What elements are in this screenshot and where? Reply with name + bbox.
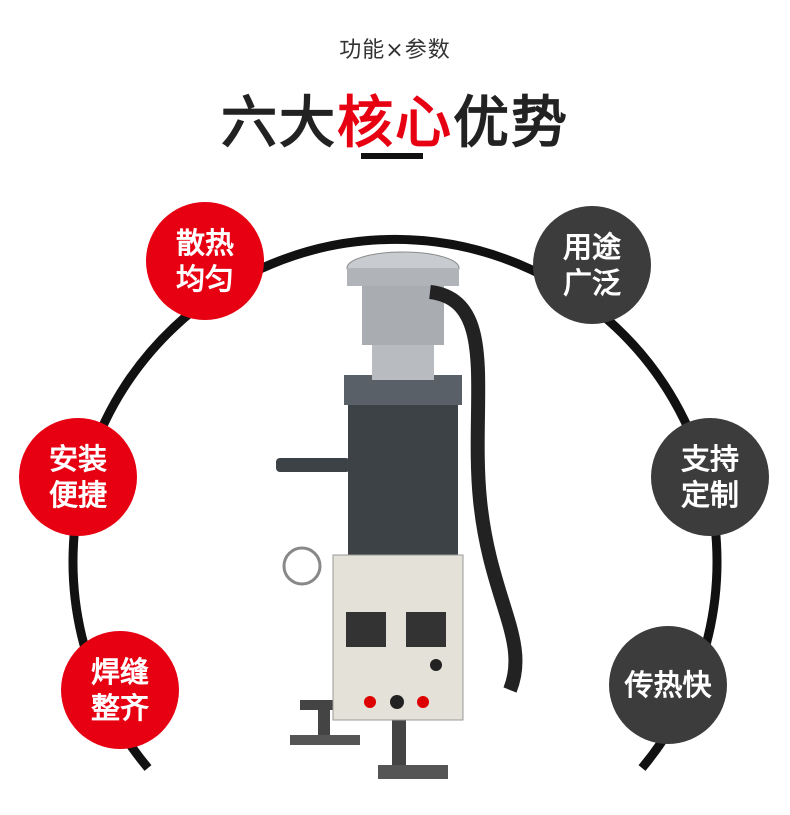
feature-badge-wide-use: 用途广泛 [533,206,651,324]
feature-label: 焊缝整齐 [90,655,149,725]
heater-image [276,251,523,779]
decorative-arc [68,234,722,771]
feature-label: 散热均匀 [175,226,234,296]
title-prefix: 六大 [221,91,337,156]
page-title: 六大核心优势 [0,78,790,159]
feature-label: 安装便捷 [48,442,107,512]
feature-label: 传热快 [624,668,712,702]
feature-label: 支持定制 [680,442,739,512]
title-highlight: 核心 [337,91,453,156]
feature-badge-easy-install: 安装便捷 [19,418,137,536]
feature-badge-neat-welds: 焊缝整齐 [61,631,179,749]
feature-badge-uniform-heat: 散热均匀 [146,202,264,320]
feature-label: 用途广泛 [562,230,621,300]
title-underline [361,153,423,159]
title-suffix: 优势 [453,91,569,156]
subtitle: 功能×参数 [339,38,451,63]
feature-badge-customizable: 支持定制 [651,418,769,536]
feature-badge-fast-heat-transfer: 传热快 [609,626,727,744]
